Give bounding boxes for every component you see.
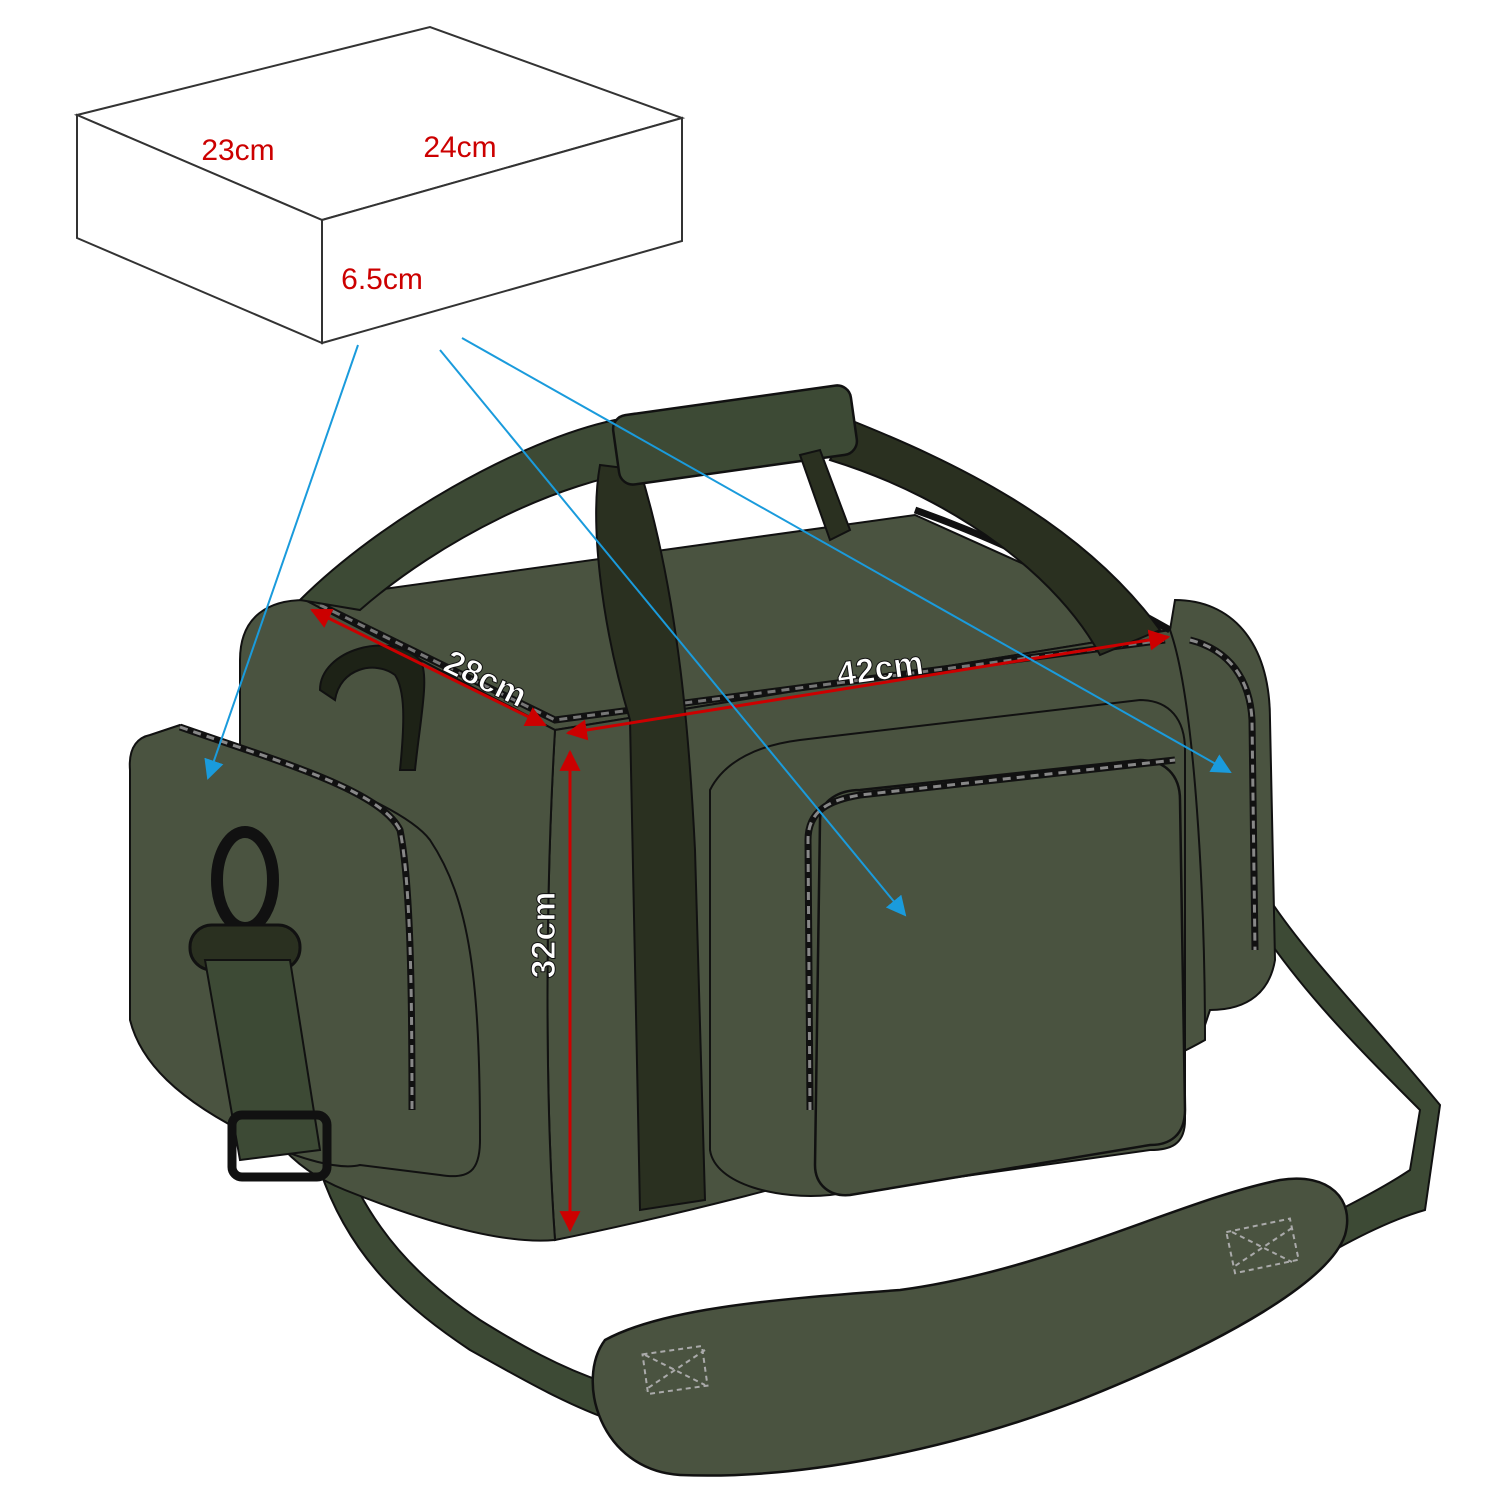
pad-stitch-left — [641, 1344, 709, 1396]
pad-stitch-right — [1225, 1217, 1300, 1275]
shoulder-pad — [591, 1177, 1349, 1477]
tackle-box: 23cm 24cm 6.5cm — [73, 25, 686, 345]
box-width-label: 24cm — [423, 131, 496, 164]
strap-buckle — [227, 1110, 332, 1182]
box-height-label: 6.5cm — [341, 263, 423, 296]
bag-length-line — [565, 629, 1171, 741]
bag-height-label: 32cm — [525, 892, 563, 979]
left-side-pocket — [128, 723, 482, 1178]
strap-clip — [188, 826, 332, 1182]
bag-depth-line — [310, 608, 547, 727]
pointer-arrow-left-pocket — [204, 344, 359, 780]
box-depth-label: 23cm — [201, 134, 274, 167]
box-pointer-arrows — [204, 337, 1232, 917]
left-pocket-zipper-teeth — [179, 725, 414, 1111]
front-pocket-zipper-teeth — [806, 758, 1176, 1111]
handle-grip — [611, 384, 859, 486]
strap-tail — [203, 959, 322, 1162]
box-right-face — [321, 116, 683, 345]
shoulder-strap — [247, 898, 1442, 1477]
front-pocket-front — [813, 758, 1187, 1197]
right-end-vertical-zipper-teeth — [1189, 638, 1257, 951]
pointer-arrow-end-pocket — [461, 337, 1232, 773]
pointer-arrow-front-pocket — [439, 349, 907, 917]
bag — [128, 384, 1277, 1242]
handle-strap-right — [798, 448, 852, 542]
